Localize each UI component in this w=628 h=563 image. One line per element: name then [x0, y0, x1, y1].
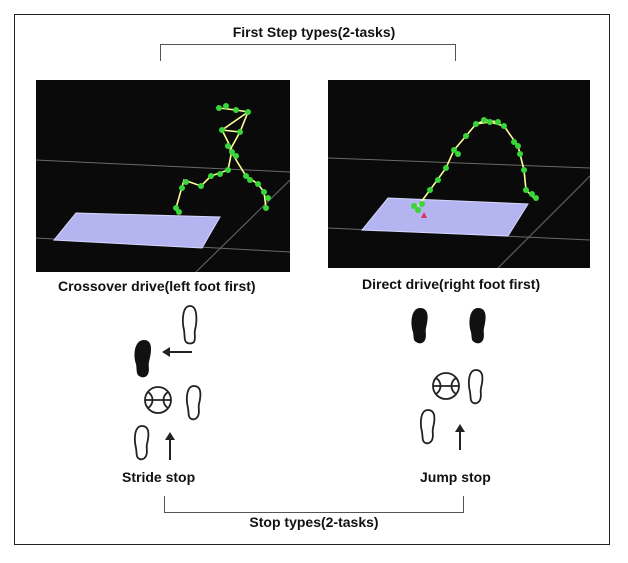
force-plate: [52, 212, 221, 249]
jump-stop-diagram: [411, 308, 486, 450]
footprint-icon: [182, 305, 198, 345]
direct-drive-scene: [328, 117, 590, 268]
floor-grid-line: [497, 175, 590, 268]
footprint-icon: [469, 308, 486, 344]
stride-stop-diagram: [134, 305, 202, 461]
marker-point: [421, 212, 427, 218]
stride-stop-label: Stride stop: [122, 469, 196, 485]
footprint-icon: [411, 308, 428, 344]
skeleton-bones: [175, 107, 267, 209]
crossover-drive-mocap-panel: [36, 80, 290, 272]
direct-drive-caption: Direct drive(right foot first): [362, 276, 541, 292]
floor-grid-line: [36, 159, 290, 173]
footprint-icon: [186, 385, 202, 421]
crossover-drive-caption: Crossover drive(left foot first): [58, 278, 256, 294]
footprint-icon: [420, 409, 436, 445]
crossover-drive-scene: [36, 103, 290, 272]
stop-types-title: Stop types(2-tasks): [249, 514, 379, 530]
footprint-icon: [134, 425, 150, 461]
arrow-icon: [165, 432, 175, 460]
first-step-bracket: [160, 44, 456, 61]
footprint-icon: [134, 340, 152, 378]
arrow-icon: [455, 424, 465, 450]
floor-grid-line: [328, 157, 590, 169]
skeleton-joints: [411, 117, 539, 213]
stop-types-bracket: [164, 496, 464, 513]
footprint-icon: [468, 369, 484, 405]
figure-frame: [14, 14, 610, 545]
ball-icon: [144, 386, 172, 414]
force-plate: [360, 197, 529, 237]
skeleton-bones: [417, 119, 535, 207]
arrow-icon: [162, 347, 192, 357]
skeleton-joints: [173, 103, 271, 215]
ball-icon: [432, 372, 460, 400]
jump-stop-label: Jump stop: [420, 469, 491, 485]
direct-drive-mocap-panel: [328, 80, 590, 268]
first-step-types-title: First Step types(2-tasks): [232, 24, 396, 40]
floor-grid-line: [195, 179, 290, 272]
